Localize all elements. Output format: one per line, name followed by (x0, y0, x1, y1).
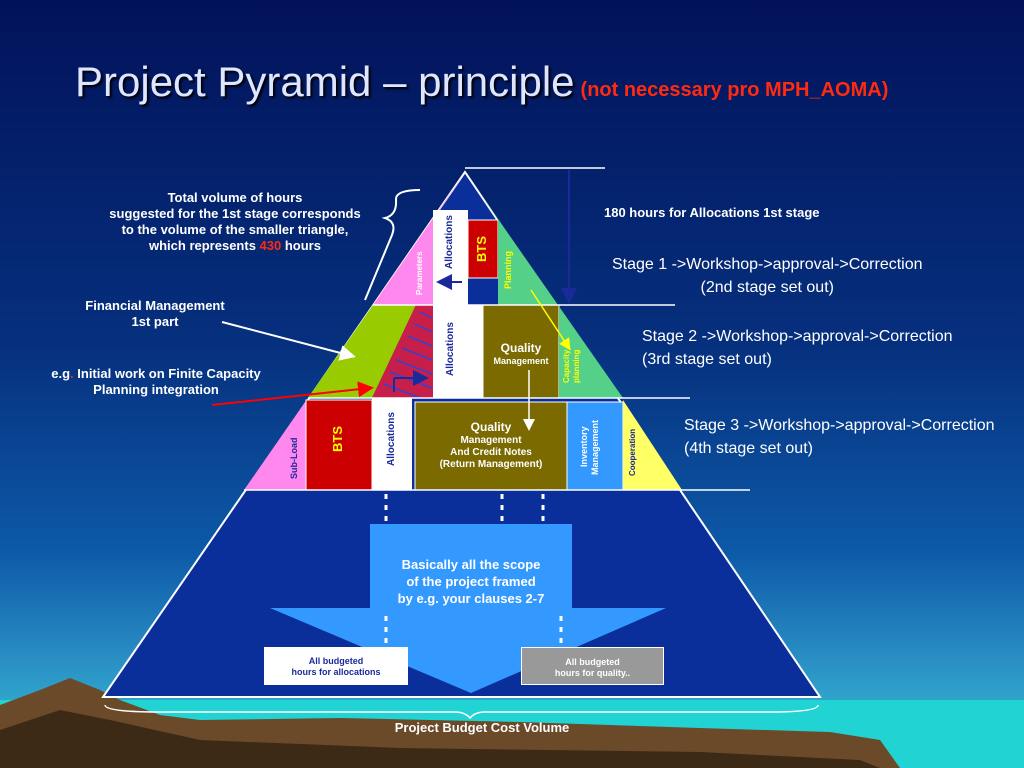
stage2-note: Stage 2 ->Workshop->approval->Correction… (642, 325, 953, 371)
left-brace (364, 189, 421, 301)
eg-line1-rest: Initial work on Finite Capacity (73, 366, 261, 381)
tier1-parameters-segment (373, 172, 465, 305)
base-brace (104, 704, 819, 720)
eg-dot: . (70, 366, 74, 381)
budget-quality-line-1: All budgeted (565, 657, 620, 667)
tier2-allocations-label: Allocations (445, 322, 456, 376)
title-text: Project Pyramid – principle (75, 58, 575, 105)
total-hours-value: 430 (259, 238, 282, 253)
total-volume-note: Total volume of hours suggested for the … (80, 190, 390, 254)
initial-work-arrow (211, 381, 374, 406)
base-label: Project Budget Cost Volume (394, 720, 570, 735)
tier3-quality-title: Quality (470, 420, 512, 434)
total-line-4: which represents 430 hours (80, 238, 390, 254)
scope-line-1: Basically all the scope (401, 557, 541, 572)
total-prefix: which represents (149, 238, 260, 253)
total-suffix: hours (281, 238, 321, 253)
scope-text: Basically all the scope of the project f… (370, 556, 572, 607)
tier3-subload-segment (244, 398, 308, 490)
title-subtitle: (not necessary pro MPH_AOMA) (580, 79, 889, 101)
tier1-parameters-label: Parameters (415, 251, 424, 295)
initial-work-note: e.g. Initial work on Finite Capacity Pla… (16, 366, 296, 398)
tier3-quality-line3: And Credit Notes (450, 447, 532, 458)
stage1-line-2: (2nd stage set out) (700, 279, 834, 296)
financial-line-1: Financial Management (85, 298, 225, 313)
tier1-bts-label: BTS (474, 236, 489, 262)
stage2-line-2: (3rd stage set out) (642, 351, 772, 368)
scope-line-2: of the project framed (406, 574, 536, 589)
tier2-quality-sub: Management (493, 356, 549, 366)
stage3-line-1: Stage 3 ->Workshop->approval->Correction (684, 417, 995, 434)
tier3-quality-line4: (Return Management) (439, 459, 543, 470)
tier3-bts-segment (305, 399, 373, 491)
tier3-quality-label: Quality Management And Credit Notes (Ret… (416, 420, 566, 471)
budget-quality-line-2: hours for quality.. (554, 668, 631, 678)
stage3-line-2: (4th stage set out) (684, 440, 813, 457)
budget-alloc-line-2: hours for allocations (291, 667, 381, 677)
tier2-allocations-segment (433, 305, 483, 398)
stage1-line-1: Stage 1 ->Workshop->approval->Correction (612, 256, 923, 273)
tier2-quality-label: Quality Management (484, 340, 558, 366)
tier3-cooperation-segment (623, 400, 682, 490)
tier3-inventory-segment (566, 401, 624, 491)
tier2-quality-title: Quality (500, 341, 542, 355)
tier2-quality-segment (482, 304, 560, 399)
eg-line-2: Planning integration (93, 382, 219, 397)
total-line-2: suggested for the 1st stage corresponds (109, 206, 361, 221)
stage1-note: Stage 1 ->Workshop->approval->Correction… (612, 253, 923, 299)
eg-prefix: e.g (51, 366, 71, 381)
budget-allocations-box: All budgeted hours for allocations (264, 647, 408, 685)
tier1-planning-label: Planning (503, 251, 513, 289)
tier3-subload-label: Sub-Load (289, 437, 299, 479)
tier3-quality-segment (414, 401, 568, 491)
allocations-hours-note: 180 hours for Allocations 1st stage (604, 205, 820, 220)
tier2-lime-segment (308, 305, 416, 398)
tier3-allocations-label: Allocations (386, 412, 397, 466)
stage2-line-1: Stage 2 ->Workshop->approval->Correction (642, 328, 953, 345)
tier-separators (244, 167, 750, 491)
tier3-cooperation-label: Cooperation (628, 428, 637, 476)
dotted-connectors (384, 494, 563, 645)
tier3-quality-line2: Management (460, 435, 522, 446)
tier3-allocations-segment (372, 398, 412, 490)
tier1-allocations-label: Allocations (444, 215, 455, 269)
total-line-3: to the volume of the smaller triangle, (121, 222, 349, 237)
financial-arrow (221, 321, 356, 361)
budget-quality-box: All budgeted hours for quality.. (521, 647, 664, 685)
scope-line-3: by e.g. your clauses 2-7 (397, 591, 545, 606)
stage3-note: Stage 3 ->Workshop->approval->Correction… (684, 414, 1024, 460)
slide-title: Project Pyramid – principle(not necessar… (75, 58, 888, 106)
budget-alloc-line-1: All budgeted (308, 656, 364, 666)
tier2-capacity-label: Capacity planning (562, 349, 581, 383)
financial-note: Financial Management 1st part (60, 298, 250, 330)
eg-line-1: e.g. Initial work on Finite Capacity (16, 366, 296, 382)
tier2-capacity-segment (558, 305, 623, 398)
tier3-inventory-label: Inventory Management (579, 419, 600, 475)
financial-line-2: 1st part (131, 314, 179, 329)
mountain-shadow (0, 710, 880, 768)
tier3-bts-label: BTS (330, 426, 345, 452)
tier1-bts-segment (467, 219, 499, 279)
total-line-1: Total volume of hours (167, 190, 303, 205)
planning-to-capacity-arrow (530, 289, 571, 351)
tier1-planning-segment (482, 196, 558, 305)
